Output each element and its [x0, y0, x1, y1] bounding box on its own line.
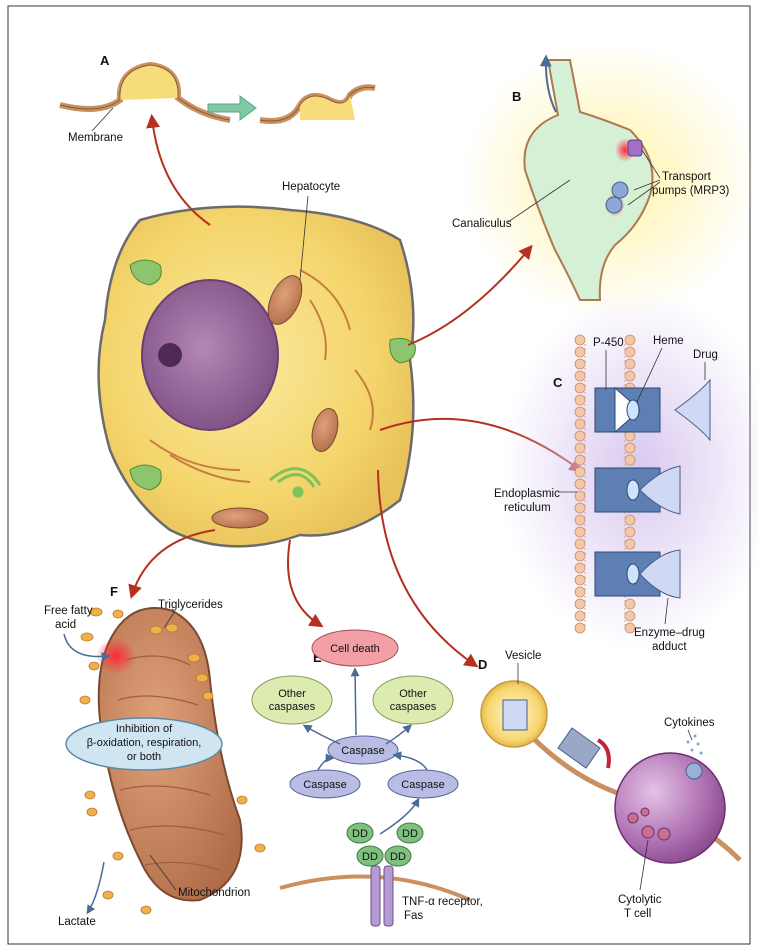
mitochondrion-label: Mitochondrion: [178, 887, 250, 899]
p450-label: P-450: [593, 337, 624, 349]
drug-label: Drug: [693, 349, 718, 361]
other-caspases-node-right: [373, 676, 453, 724]
dd-text-4: DD: [390, 851, 406, 863]
transport-label-line1: Transport: [662, 171, 712, 183]
cytokine-dots: [687, 735, 703, 755]
tcell-label-line1: Cytolytic: [618, 894, 662, 906]
dd-text-3: DD: [362, 851, 378, 863]
canaliculus-label: Canaliculus: [452, 218, 512, 230]
adduct-label-line1: Enzyme–drug: [634, 627, 705, 639]
dd-text-2: DD: [402, 828, 418, 840]
lactate-arrow: [88, 862, 104, 912]
inhibition-line3: or both: [127, 751, 161, 763]
cytolytic-t-cell: [615, 753, 725, 863]
other-caspases-left-line2: caspases: [269, 701, 316, 713]
vesicle-label: Vesicle: [505, 650, 541, 662]
inhibition-line2: β-oxidation, respiration,: [87, 737, 202, 749]
vesicle-cargo: [503, 700, 527, 730]
inhibition-line1: Inhibition of: [116, 723, 173, 735]
other-caspases-left-line1: Other: [278, 688, 306, 700]
tnf-label-line1: TNF-α receptor,: [402, 896, 483, 908]
tnf-receptor-left: [371, 866, 380, 926]
hepatocyte-label: Hepatocyte: [282, 181, 340, 193]
triglycerides-label: Triglycerides: [158, 599, 223, 611]
nucleolus: [158, 343, 182, 367]
mitochondrion-organelle-3: [212, 508, 268, 528]
cytokines-leader: [688, 730, 692, 740]
panel-label-c: C: [553, 375, 563, 390]
panel-f-mitochondrion: [66, 608, 265, 914]
tcell-label-line2: T cell: [624, 908, 651, 920]
lactate-label: Lactate: [58, 916, 96, 928]
cytokine-vesicle: [686, 763, 702, 779]
heme-label: Heme: [653, 335, 684, 347]
panel-label-b: B: [512, 89, 521, 104]
panel-label-f: F: [110, 584, 118, 599]
cytokines-label: Cytokines: [664, 717, 715, 729]
tnf-receptor-right: [384, 866, 393, 926]
caspase-left-text: Caspase: [303, 779, 346, 791]
caspase-center-text: Caspase: [341, 745, 384, 757]
other-caspases-right-line1: Other: [399, 688, 427, 700]
hepatocyte-cell: [99, 207, 416, 547]
cell-death-text: Cell death: [330, 643, 380, 655]
er-label-line2: reticulum: [504, 502, 551, 514]
ffa-label-line2: acid: [55, 619, 76, 631]
ffa-label-line1: Free fatty: [44, 605, 93, 617]
other-caspases-right-line2: caspases: [390, 701, 437, 713]
er-label-line1: Endoplasmic: [494, 488, 560, 500]
panel-label-d: D: [478, 657, 487, 672]
apoptosis-cascade: Cell death Other caspases Other caspases…: [252, 630, 470, 926]
membrane-label: Membrane: [68, 132, 123, 144]
dd-text-1: DD: [352, 828, 368, 840]
caspase-right-text: Caspase: [401, 779, 444, 791]
tnf-label-line2: Fas: [404, 910, 423, 922]
other-caspases-node-left: [252, 676, 332, 724]
mhc-tcr-complex: [558, 728, 609, 768]
adduct-label-line2: adduct: [652, 641, 687, 653]
panel-a-membrane-bleb: [60, 65, 375, 121]
arrow-to-panel-e: [288, 540, 320, 625]
panel-label-a: A: [100, 53, 110, 68]
transport-label-line2: pumps (MRP3): [652, 185, 729, 197]
